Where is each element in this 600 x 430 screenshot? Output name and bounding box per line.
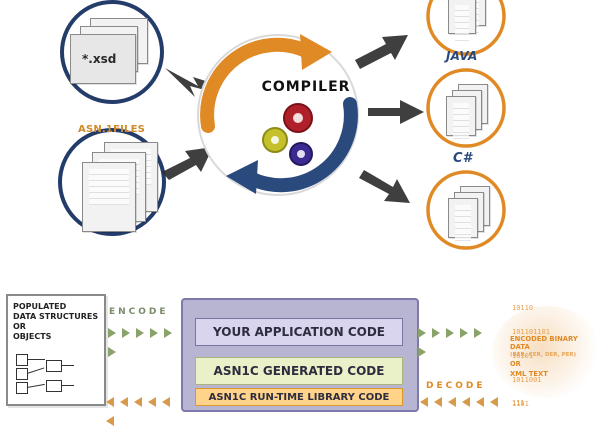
encoded-or: OR <box>510 360 521 368</box>
binary-line: 1011001 <box>512 376 542 384</box>
decode-arrows-left <box>106 392 186 426</box>
encoded-title-line-1: ENCODED BINARY <box>510 335 578 343</box>
encoded-xml-text: XML TEXT <box>510 370 548 378</box>
runtime-stack: YOUR APPLICATION CODE ASN1C GENERATED CO… <box>181 298 419 412</box>
binary-line: 10101 <box>512 352 534 360</box>
populated-data-panel: POPULATED DATA STRUCTURES OR OBJECTS <box>6 294 106 406</box>
encoded-tail: 111 <box>512 383 525 415</box>
encoded-title-line-2: DATA <box>510 343 530 351</box>
output-doc-stack-1 <box>448 0 488 41</box>
decode-arrows-right <box>420 392 510 407</box>
gear-icon <box>262 127 288 153</box>
binary-line: 10110 <box>512 304 534 312</box>
asn-doc-stack <box>82 142 166 234</box>
populated-line-1: POPULATED <box>13 302 67 311</box>
your-application-code: YOUR APPLICATION CODE <box>195 318 403 346</box>
gear-icon <box>289 142 313 166</box>
csharp-label: C# <box>453 151 472 166</box>
xsd-doc-stack: *.xsd <box>70 18 160 86</box>
compiler-ring <box>197 34 359 196</box>
java-doc-stack <box>446 84 490 139</box>
gear-icon <box>283 103 313 133</box>
csharp-doc-stack <box>448 186 492 241</box>
encoded-data-glow <box>492 306 600 398</box>
populated-line-4: OBJECTS <box>13 332 52 341</box>
data-structure-icon <box>16 354 86 398</box>
asn-files-label: ASN.1FILES <box>78 124 146 135</box>
populated-line-2: DATA STRUCTURES <box>13 312 99 321</box>
java-label: JAVA <box>446 49 478 63</box>
compiler-label: COMPILER <box>261 79 351 95</box>
encode-arrows-right <box>418 323 498 357</box>
encoded-subtitle: (BER, CER, DER, PER) <box>510 352 577 358</box>
asn1c-generated-code: ASN1C GENERATED CODE <box>195 357 403 385</box>
encode-label: ENCODE <box>109 307 169 317</box>
encode-arrows <box>108 323 180 357</box>
arrows <box>162 35 424 203</box>
encoded-title: ENCODED BINARY DATA <box>510 335 578 351</box>
binary-tail-line: 111 <box>512 399 525 407</box>
populated-line-3: OR <box>13 322 26 331</box>
binary-line: 101101101 <box>512 328 550 336</box>
xsd-label: *.xsd <box>82 52 117 66</box>
asn1c-runtime-library-code: ASN1C RUN-TIME LIBRARY CODE <box>195 388 403 406</box>
decode-label: DECODE <box>426 381 486 391</box>
